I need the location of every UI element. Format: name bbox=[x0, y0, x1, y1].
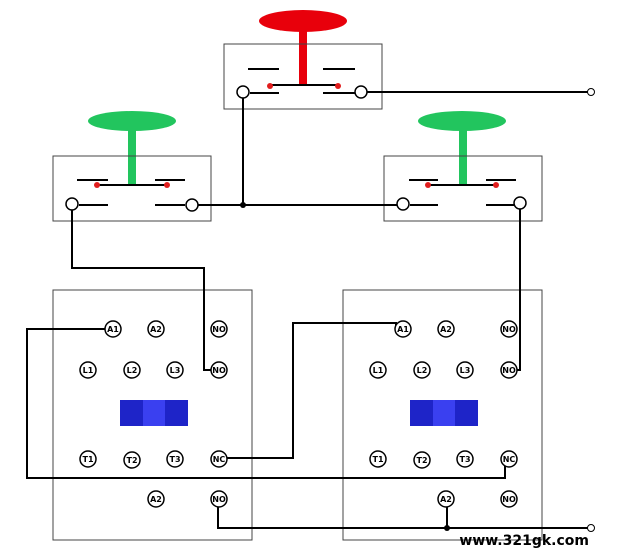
start-button-right-housing bbox=[383, 155, 543, 222]
stop-contact-dot bbox=[267, 83, 273, 89]
terminal-a1: A1 bbox=[104, 320, 122, 338]
terminal-l2: L2 bbox=[413, 361, 431, 379]
svg-text:A1: A1 bbox=[107, 325, 119, 334]
svg-text:L3: L3 bbox=[460, 366, 471, 375]
watermark: www.321gk.com bbox=[459, 533, 589, 549]
contactor-right-terminals: A1 A2 NO L1 L2 L3 NO T1 T2 T3 NC A2 NO bbox=[369, 320, 518, 508]
wire-left-nc-to-right-a1 bbox=[225, 322, 397, 459]
svg-text:A2: A2 bbox=[150, 325, 162, 334]
start-right-contact-dot bbox=[493, 182, 499, 188]
svg-text:NO: NO bbox=[502, 495, 516, 504]
start-button-right-cap bbox=[418, 111, 506, 131]
terminal-t1: T1 bbox=[79, 450, 97, 468]
terminal-t3: T3 bbox=[456, 450, 474, 468]
terminal-l1: L1 bbox=[369, 361, 387, 379]
terminal-t3: T3 bbox=[166, 450, 184, 468]
terminal-t2: T2 bbox=[123, 451, 141, 469]
terminal-nc: NC bbox=[500, 450, 518, 468]
wire-left-no-to-bus bbox=[217, 506, 589, 529]
terminal-t2: T2 bbox=[413, 451, 431, 469]
start-right-terminal-left bbox=[396, 197, 410, 211]
contactor-right-housing bbox=[342, 289, 543, 541]
svg-text:A2: A2 bbox=[150, 495, 162, 504]
svg-text:NO: NO bbox=[212, 366, 226, 375]
junction-dot bbox=[240, 202, 246, 208]
wiring bbox=[26, 91, 589, 529]
svg-text:L2: L2 bbox=[417, 366, 428, 375]
junction-dot bbox=[444, 525, 450, 531]
start-button-left-cap bbox=[88, 111, 176, 131]
terminal-a2: A2 bbox=[147, 320, 165, 338]
svg-text:T2: T2 bbox=[416, 456, 427, 465]
wire-left-a1-to-right-nc bbox=[26, 328, 506, 479]
terminal-t1: T1 bbox=[369, 450, 387, 468]
supply-terminal-end bbox=[587, 88, 595, 96]
svg-text:T3: T3 bbox=[169, 455, 180, 464]
contactor-left-terminals: A1 A2 NO L1 L2 L3 NO T1 T2 T3 NC A2 NO bbox=[79, 320, 228, 508]
svg-text:A2: A2 bbox=[440, 495, 452, 504]
svg-text:NC: NC bbox=[503, 455, 516, 464]
start-button-right bbox=[383, 111, 543, 222]
terminal-a1: A1 bbox=[394, 320, 412, 338]
stop-button-stem bbox=[299, 28, 307, 84]
terminal-a2: A2 bbox=[147, 490, 165, 508]
contactor-right-coil-indicator bbox=[410, 400, 478, 426]
terminal-a2: A2 bbox=[437, 490, 455, 508]
start-right-terminal-right bbox=[513, 196, 527, 210]
contactor-left-coil-indicator bbox=[120, 400, 188, 426]
terminal-l1: L1 bbox=[79, 361, 97, 379]
svg-text:T1: T1 bbox=[82, 455, 93, 464]
svg-text:L1: L1 bbox=[373, 366, 384, 375]
svg-text:A2: A2 bbox=[440, 325, 452, 334]
svg-text:A1: A1 bbox=[397, 325, 409, 334]
terminal-l3: L3 bbox=[166, 361, 184, 379]
svg-text:NO: NO bbox=[502, 325, 516, 334]
start-left-contact-dot bbox=[94, 182, 100, 188]
terminal-l2: L2 bbox=[123, 361, 141, 379]
terminal-no: NO bbox=[500, 320, 518, 338]
stop-contact-dot bbox=[335, 83, 341, 89]
terminal-a2: A2 bbox=[437, 320, 455, 338]
svg-text:NC: NC bbox=[213, 455, 226, 464]
svg-text:L2: L2 bbox=[127, 366, 138, 375]
svg-text:NO: NO bbox=[502, 366, 516, 375]
terminal-no: NO bbox=[210, 361, 228, 379]
svg-text:L3: L3 bbox=[170, 366, 181, 375]
terminal-l3: L3 bbox=[456, 361, 474, 379]
terminal-no: NO bbox=[210, 320, 228, 338]
svg-text:T2: T2 bbox=[126, 456, 137, 465]
stop-terminal-left bbox=[236, 85, 250, 99]
start-right-contact-dot bbox=[425, 182, 431, 188]
start-left-terminal-right bbox=[185, 198, 199, 212]
stop-button-housing bbox=[223, 43, 383, 110]
svg-text:L1: L1 bbox=[83, 366, 94, 375]
contactor-left-housing bbox=[52, 289, 253, 541]
terminal-no: NO bbox=[500, 361, 518, 379]
svg-text:NO: NO bbox=[212, 495, 226, 504]
wire-left-start-to-no bbox=[71, 210, 213, 371]
stop-button bbox=[223, 10, 383, 110]
svg-text:T1: T1 bbox=[372, 455, 383, 464]
start-button-left-housing bbox=[52, 155, 212, 222]
terminal-no: NO bbox=[210, 490, 228, 508]
terminal-nc: NC bbox=[210, 450, 228, 468]
svg-text:T3: T3 bbox=[459, 455, 470, 464]
start-left-contact-dot bbox=[164, 182, 170, 188]
stop-button-cap bbox=[259, 10, 347, 32]
stop-terminal-right bbox=[354, 85, 368, 99]
terminal-no: NO bbox=[500, 490, 518, 508]
supply-terminal-end bbox=[587, 524, 595, 532]
start-button-left bbox=[52, 111, 212, 222]
svg-text:NO: NO bbox=[212, 325, 226, 334]
start-left-terminal-left bbox=[65, 197, 79, 211]
